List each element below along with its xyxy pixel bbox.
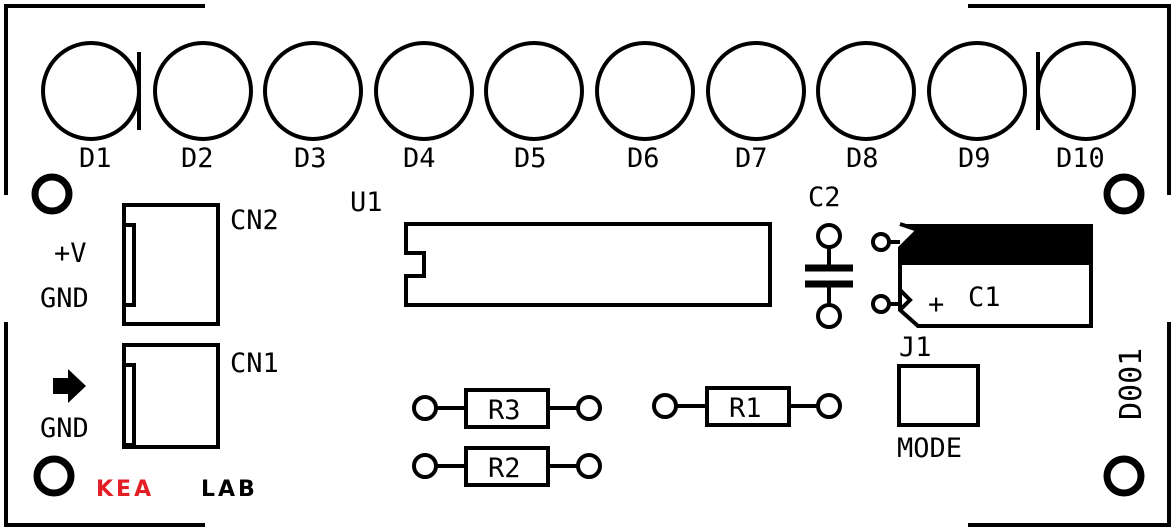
arrow-right-icon xyxy=(53,369,86,403)
board-id: D001 xyxy=(1114,348,1149,420)
led-label: D10 xyxy=(1056,143,1105,174)
brand-logo-part1: KEA xyxy=(96,477,154,502)
led-d2: D2 xyxy=(153,41,253,174)
mounting-hole xyxy=(31,173,73,215)
cn2-pin-gnd: GND xyxy=(40,283,89,314)
capacitor-c1: + C1 xyxy=(871,222,1093,328)
led-label: D5 xyxy=(514,143,547,174)
r2-label: R2 xyxy=(488,453,521,484)
ic-u1: U1 xyxy=(350,187,772,307)
connector-cn1: CN1 GND xyxy=(40,343,279,449)
led-label: D6 xyxy=(627,143,660,174)
led-label: D1 xyxy=(79,143,112,174)
jumper-j1: J1 MODE xyxy=(897,332,980,464)
j1-function: MODE xyxy=(897,433,962,464)
cn1-pin-gnd: GND xyxy=(40,413,89,444)
resistor-r3: R3 xyxy=(412,388,602,429)
led-label: D4 xyxy=(403,143,436,174)
resistor-r2: R2 xyxy=(412,446,602,487)
cn2-pin-vplus: +V xyxy=(54,238,87,269)
led-d6: D6 xyxy=(595,41,695,174)
led-d5: D5 xyxy=(484,41,584,174)
led-label: D8 xyxy=(846,143,879,174)
led-d1: D1 xyxy=(41,41,141,174)
c1-negative-band xyxy=(900,224,1091,265)
brand-logo: KEA LAB xyxy=(96,477,258,502)
led-row: D1 D2 D3 D4 D5 D6 D7 D8 D9 D10 xyxy=(41,41,1136,174)
r3-label: R3 xyxy=(488,395,521,426)
led-label: D2 xyxy=(181,143,214,174)
r1-label: R1 xyxy=(729,393,762,424)
j1-label: J1 xyxy=(899,332,932,363)
led-label: D7 xyxy=(735,143,768,174)
led-label: D9 xyxy=(958,143,991,174)
led-d4: D4 xyxy=(374,41,474,174)
led-label: D3 xyxy=(294,143,327,174)
connector-cn2: CN2 +V GND xyxy=(40,203,279,326)
mounting-holes xyxy=(31,173,1145,497)
mounting-hole xyxy=(1103,455,1145,497)
c2-label: C2 xyxy=(808,182,841,213)
led-d9: D9 xyxy=(927,41,1027,174)
led-d8: D8 xyxy=(816,41,916,174)
brand-logo-part2: LAB xyxy=(201,477,258,502)
c1-label: C1 xyxy=(968,282,1001,313)
cn1-label: CN1 xyxy=(230,348,279,379)
c1-polarity: + xyxy=(928,289,944,320)
resistor-r1: R1 xyxy=(652,386,842,427)
led-d3: D3 xyxy=(263,41,363,174)
led-d7: D7 xyxy=(706,41,806,174)
cn2-label: CN2 xyxy=(230,205,279,236)
mounting-hole xyxy=(33,455,75,497)
u1-label: U1 xyxy=(350,187,383,218)
mounting-hole xyxy=(1103,173,1145,215)
led-d10: D10 xyxy=(1036,41,1136,174)
board-corner-marks xyxy=(4,4,1171,527)
capacitor-c2: C2 xyxy=(805,182,853,329)
